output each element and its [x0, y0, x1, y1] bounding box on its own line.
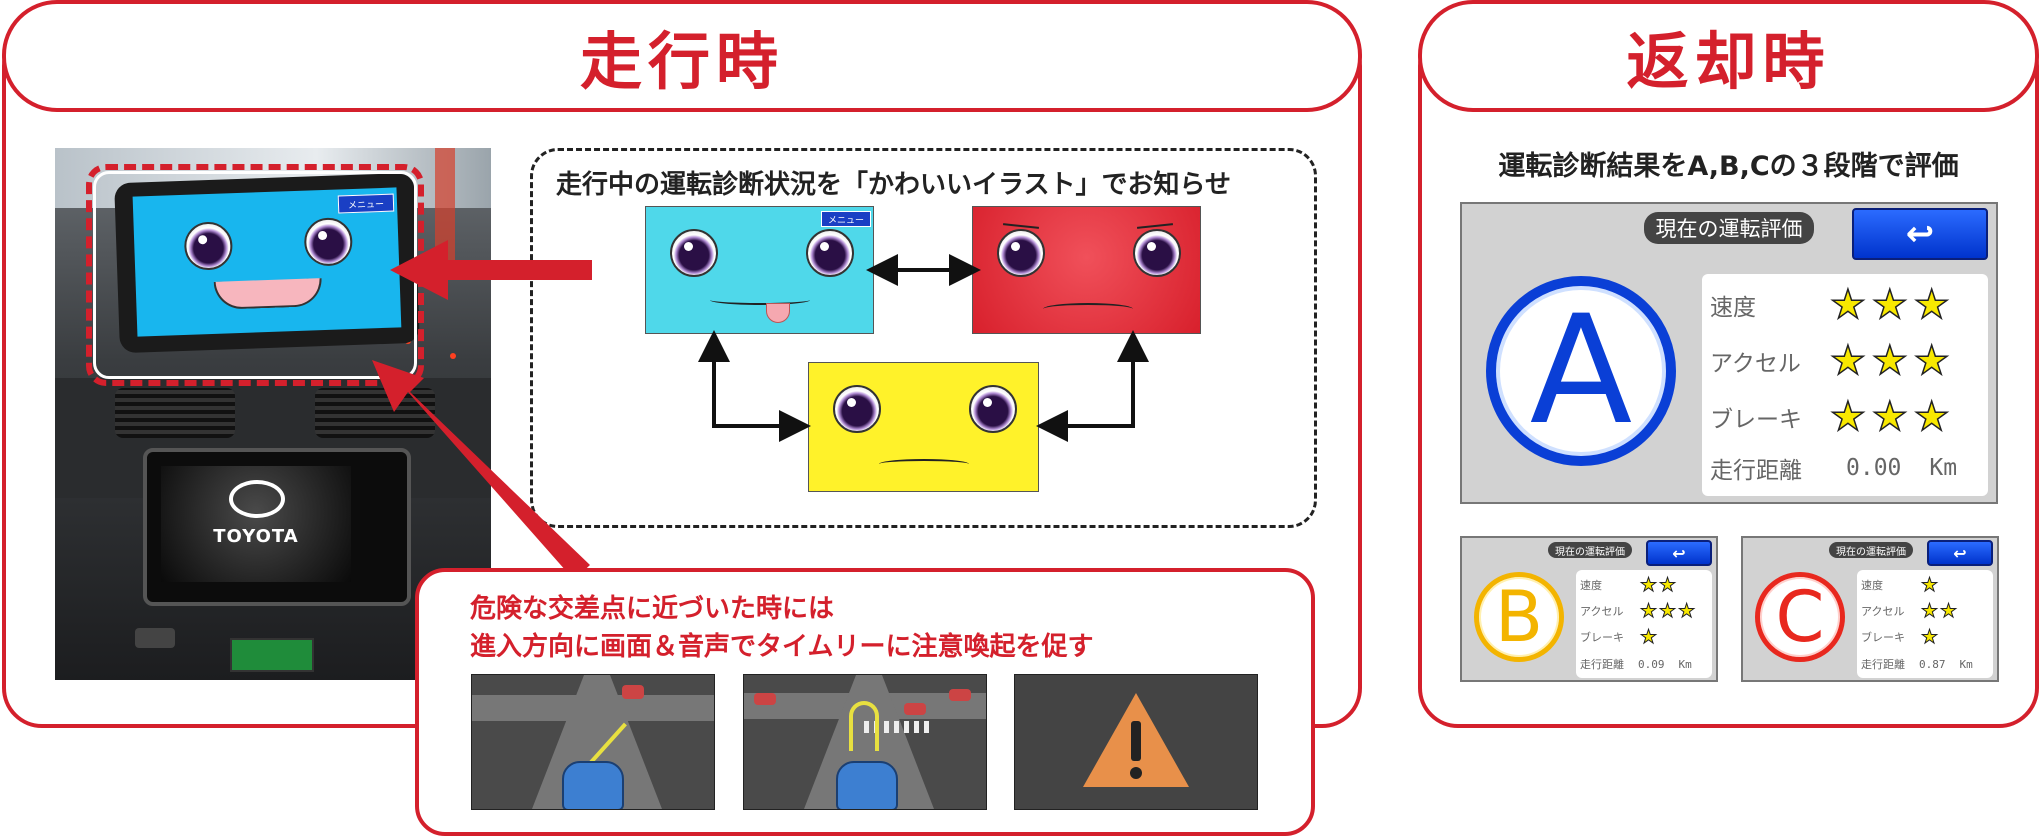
head-unit: TOYOTA: [143, 448, 411, 606]
card-b-back-button[interactable]: ↩: [1646, 540, 1712, 566]
main-row-distance-unit: Km: [1929, 455, 1958, 481]
card-b-speed-label: 速度: [1580, 579, 1602, 592]
main-row-accel-stars: ★★★: [1829, 337, 1956, 385]
card-b-distance-value: 0.09: [1638, 657, 1665, 671]
main-score-card: 現在の運転評価 ↩ A 速度 ★★★ アクセル ★★★ ブレーキ ★★★ 走行距…: [1460, 202, 1998, 504]
card-b-brake-label: ブレーキ: [1580, 631, 1624, 644]
main-row-accel-label: アクセル: [1710, 351, 1801, 377]
scene2-car: [836, 761, 898, 809]
card-c-distance-label: 走行距離: [1861, 658, 1905, 671]
card-c-score-table: 速度 ★ アクセル ★★ ブレーキ ★ 走行距離 0.87 Km: [1857, 570, 1993, 678]
main-card-header: 現在の運転評価: [1644, 212, 1814, 244]
arrow-blue-yellow: [698, 330, 811, 442]
blue-face-right-eye: [806, 229, 854, 277]
warning-line-1: 危険な交差点に近づいた時には: [470, 594, 835, 624]
card-b-speed-stars: ★★: [1639, 574, 1679, 597]
return-panel-title: 返却時: [1418, 0, 2039, 112]
card-c-speed-stars: ★: [1920, 574, 1941, 597]
face-red-worried: [972, 206, 1201, 334]
card-b-accel-label: アクセル: [1580, 605, 1624, 618]
red-face-mouth: [1043, 303, 1133, 315]
red-arrow-warning-to-tablet: [372, 360, 590, 580]
card-c-header: 現在の運転評価: [1829, 542, 1913, 558]
arrow-red-yellow: [1036, 330, 1149, 442]
card-c-distance-unit: Km: [1959, 657, 1973, 671]
card-b-header: 現在の運転評価: [1548, 542, 1632, 558]
driving-panel-title: 走行時: [2, 0, 1362, 112]
return-caption: 運転診断結果をA,B,Cの３段階で評価: [1498, 151, 1959, 182]
main-row-distance-value: 0.00: [1846, 455, 1902, 481]
yellow-face-mouth: [879, 459, 969, 469]
card-b-accel-stars: ★★★: [1639, 600, 1698, 623]
card-c-speed-label: 速度: [1861, 579, 1883, 592]
main-card-back-button[interactable]: ↩: [1852, 208, 1988, 260]
main-card-score-table: 速度 ★★★ アクセル ★★★ ブレーキ ★★★ 走行距離 0.00 Km: [1702, 274, 1988, 496]
warning-line-2: 進入方向に画面＆音声でタイムリーに注意喚起を促す: [470, 632, 1094, 662]
blue-face-mouth: [710, 295, 810, 305]
card-c-accel-label: アクセル: [1861, 605, 1905, 618]
score-card-b: 現在の運転評価 ↩ B 速度 ★★ アクセル ★★★ ブレーキ ★ 走行距離 0…: [1460, 536, 1718, 682]
card-b-score-table: 速度 ★★ アクセル ★★★ ブレーキ ★ 走行距離 0.09 Km: [1576, 570, 1712, 678]
head-unit-screen: TOYOTA: [161, 466, 351, 582]
main-row-brake-stars: ★★★: [1829, 393, 1956, 441]
yellow-face-right-eye: [969, 385, 1017, 433]
blue-face-menu-button: メニュー: [821, 211, 871, 227]
card-c-grade: C: [1755, 572, 1845, 662]
red-arrow-to-tablet: [390, 240, 592, 300]
diagnosis-illustration-box: [530, 148, 1317, 528]
card-c-back-button[interactable]: ↩: [1927, 540, 1993, 566]
face-blue-happy: メニュー: [645, 206, 874, 334]
main-row-speed-label: 速度: [1710, 295, 1756, 321]
diagnosis-caption: 走行中の運転診断状況を「かわいいイラスト」でお知らせ: [556, 170, 1231, 200]
scene-crosswalk-warning: [743, 674, 987, 810]
red-face-right-eye: [1133, 229, 1181, 277]
toyota-logo-icon: [229, 480, 285, 518]
main-card-grade-a: A: [1486, 276, 1676, 466]
card-b-distance-unit: Km: [1678, 657, 1692, 671]
red-face-left-eye: [997, 229, 1045, 277]
return-arrow-icon: ↩: [1905, 214, 1935, 254]
scene-caution-sign: [1014, 674, 1258, 810]
main-row-distance-label: 走行距離: [1710, 458, 1802, 484]
card-b-return-arrow-icon: ↩: [1672, 543, 1686, 563]
blue-face-left-eye: [670, 229, 718, 277]
card-c-return-arrow-icon: ↩: [1953, 543, 1967, 563]
scene-turn-warning: [471, 674, 715, 810]
toyota-logo-text: TOYOTA: [213, 526, 299, 547]
card-c-accel-stars: ★★: [1920, 600, 1960, 623]
card-c-brake-label: ブレーキ: [1861, 631, 1905, 644]
face-yellow-neutral: [808, 362, 1039, 492]
yellow-face-left-eye: [833, 385, 881, 433]
blue-face-tongue: [766, 303, 790, 323]
card-b-grade: B: [1474, 572, 1564, 662]
card-c-distance-value: 0.87: [1919, 657, 1946, 671]
card-b-brake-stars: ★: [1639, 626, 1660, 649]
card-c-brake-stars: ★: [1920, 626, 1941, 649]
score-card-c: 現在の運転評価 ↩ C 速度 ★ アクセル ★★ ブレーキ ★ 走行距離 0.8…: [1741, 536, 1999, 682]
scene1-car: [562, 761, 624, 809]
card-b-distance-label: 走行距離: [1580, 658, 1624, 671]
main-row-speed-stars: ★★★: [1829, 281, 1956, 329]
main-row-brake-label: ブレーキ: [1710, 407, 1802, 433]
